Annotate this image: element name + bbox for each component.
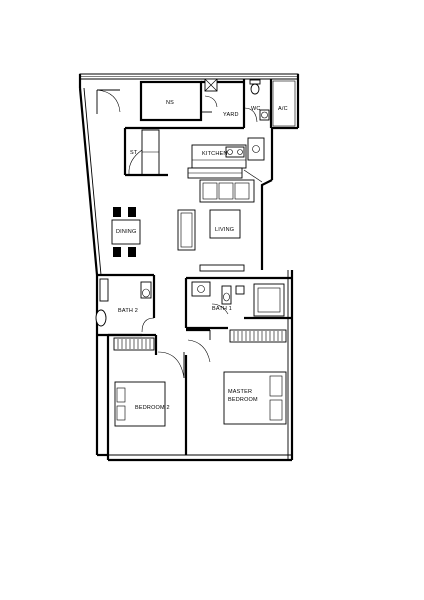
living-set: [177, 209, 245, 272]
store-room: [123, 126, 201, 177]
label-st: ST: [130, 150, 138, 156]
sofa-top: [199, 179, 255, 203]
label-dining: DINING: [116, 229, 136, 235]
label-master-line1: MASTER: [228, 389, 252, 395]
service-area: [201, 79, 296, 130]
label-living: LIVING: [215, 227, 234, 233]
bath-2: [95, 273, 156, 337]
entrance-door: [96, 89, 121, 114]
wardrobe-hatch-master: [233, 331, 283, 341]
wardrobe-hatch-bed2: [117, 339, 151, 349]
bath-1: [184, 276, 292, 330]
label-ns: NS: [166, 100, 174, 106]
label-bedroom-2: BEDROOM 2: [135, 405, 170, 411]
master-bedroom: [186, 328, 287, 425]
label-master-line2: BEDROOM: [228, 397, 258, 403]
label-bath-2: BATH 2: [118, 308, 138, 314]
label-yard: YARD: [223, 112, 239, 118]
label-wc: WC: [251, 106, 261, 112]
label-bath-1: BATH 1: [212, 306, 232, 312]
label-ac: A/C: [278, 106, 288, 112]
label-kitchen: KITCHEN: [202, 151, 228, 157]
room-labels: NS YARD WC A/C ST KITCHEN DINING LIVING …: [116, 100, 288, 411]
ns-room: [139, 78, 244, 122]
kitchen: [187, 137, 265, 183]
bedroom-2: [108, 333, 188, 455]
dining-set: [111, 207, 141, 257]
